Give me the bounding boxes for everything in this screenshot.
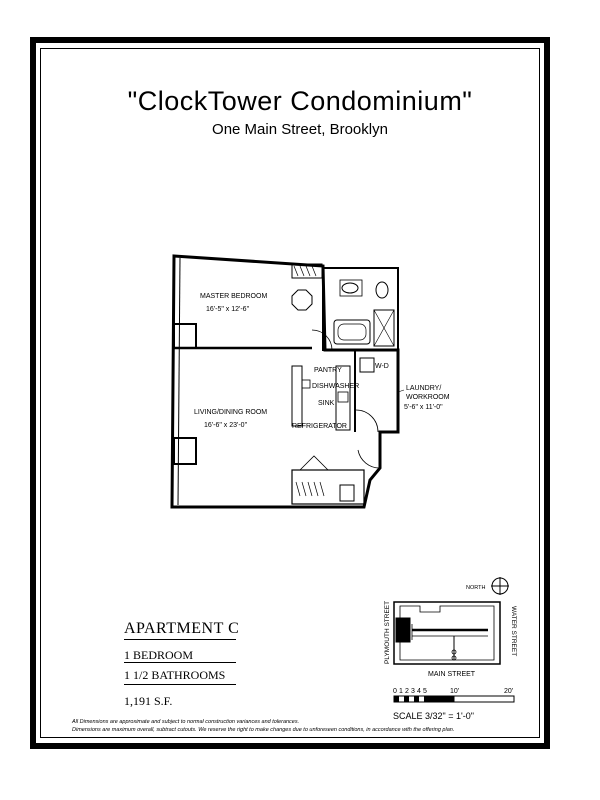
laundry-label-2: WORKROOM bbox=[406, 394, 450, 401]
scale-tick-1: 1 bbox=[399, 688, 403, 695]
disclaimer-line-1: All Dimensions are approximate and subje… bbox=[72, 719, 300, 725]
scale-tick-5: 5 bbox=[423, 688, 427, 695]
pantry-label: PANTRY bbox=[314, 367, 342, 374]
column bbox=[173, 437, 197, 465]
master-bedroom-dims: 16'-5" x 12'-6" bbox=[206, 306, 250, 313]
apartment-area: 1,191 S.F. bbox=[124, 694, 173, 708]
north-label: NORTH bbox=[466, 585, 485, 591]
outer-frame bbox=[30, 37, 550, 749]
toilet bbox=[375, 281, 389, 299]
scale-tick-2: 2 bbox=[405, 688, 409, 695]
scale-bar bbox=[393, 695, 515, 703]
bathtub bbox=[333, 319, 371, 345]
octagon-table bbox=[291, 289, 313, 311]
washer-dryer bbox=[359, 357, 375, 373]
bathroom bbox=[322, 267, 399, 351]
north-arrow-icon bbox=[491, 577, 509, 595]
main-street-label: MAIN STREET bbox=[428, 671, 476, 678]
scale-text: SCALE 3/32" = 1'-0" bbox=[393, 711, 474, 721]
bathroom-sink bbox=[341, 282, 359, 294]
bathrooms-underline bbox=[124, 684, 236, 685]
laundry-label-1: LAUNDRY/ bbox=[406, 385, 441, 392]
apartment-underline bbox=[124, 639, 236, 640]
door-swing bbox=[355, 409, 379, 433]
kitchen-counter bbox=[335, 365, 351, 431]
site-plan-map bbox=[393, 601, 501, 665]
door-swing bbox=[311, 329, 333, 351]
apartment-name: APARTMENT C bbox=[124, 620, 240, 637]
scale-tick-10: 10' bbox=[450, 688, 459, 695]
refrigerator-label: REFRIGERATOR bbox=[292, 423, 347, 430]
water-street-label: WATER STREET bbox=[510, 606, 517, 656]
page-title: "ClockTower Condominium" bbox=[127, 86, 473, 116]
wd-label: W-D bbox=[375, 363, 389, 370]
door-swing bbox=[299, 455, 329, 471]
door-swing bbox=[357, 449, 381, 469]
disclaimer-line-2: Dimensions are maximum overall, subtract… bbox=[72, 727, 455, 733]
dishwasher-label: DISHWASHER bbox=[312, 383, 359, 390]
scale-tick-3: 3 bbox=[411, 688, 415, 695]
bedrooms-underline bbox=[124, 662, 236, 663]
powder-sink bbox=[339, 484, 355, 502]
shower bbox=[373, 309, 395, 347]
window-strip bbox=[177, 257, 181, 506]
living-room-name: LIVING/DINING ROOM bbox=[194, 409, 267, 416]
column bbox=[173, 323, 197, 349]
sink-label: SINK bbox=[318, 400, 335, 407]
disclaimer: All Dimensions are approximate and subje… bbox=[72, 718, 542, 734]
living-room-dims: 16'-6" x 23'-0" bbox=[204, 422, 248, 429]
kitchen-island bbox=[291, 365, 303, 427]
scale-tick-20: 20' bbox=[504, 688, 513, 695]
powder-room bbox=[291, 469, 365, 505]
apartment-bedrooms: 1 BEDROOM bbox=[124, 648, 194, 662]
inner-frame bbox=[40, 48, 540, 738]
scale-tick-4: 4 bbox=[417, 688, 421, 695]
scale-tick-0: 0 bbox=[393, 688, 397, 695]
master-bedroom-name: MASTER BEDROOM bbox=[200, 293, 267, 300]
page-subtitle: One Main Street, Brooklyn bbox=[212, 121, 388, 138]
plymouth-street-label: PLYMOUTH STREET bbox=[384, 601, 391, 664]
apartment-bathrooms: 1 1/2 BATHROOMS bbox=[124, 668, 226, 682]
laundry-dims: 5'-6" x 11'-0" bbox=[404, 404, 443, 411]
exterior-wall bbox=[170, 254, 400, 509]
